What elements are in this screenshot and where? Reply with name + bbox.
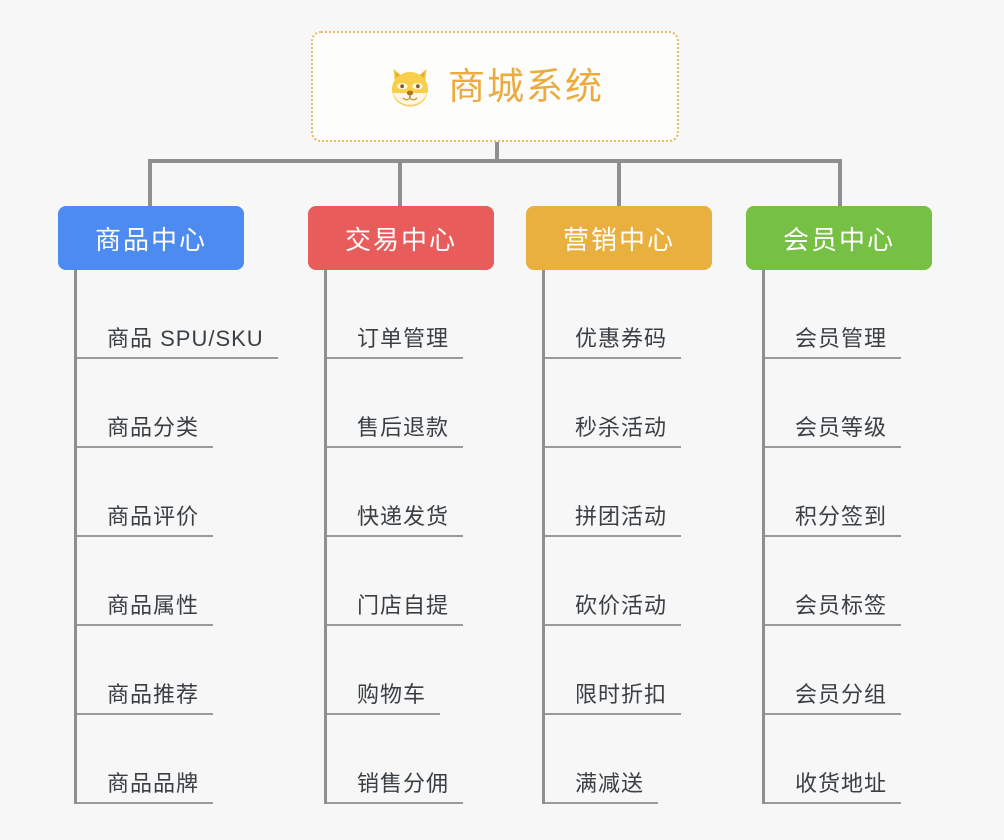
connector-drop-4	[838, 159, 842, 206]
category-items-4: 会员管理 会员等级 积分签到 会员标签 会员分组 收货地址	[762, 270, 932, 804]
list-item-label: 秒杀活动	[575, 415, 668, 440]
list-item[interactable]: 限时折扣	[545, 626, 712, 715]
list-item[interactable]: 商品属性	[77, 537, 244, 626]
list-item-label: 商品 SPU/SKU	[107, 326, 264, 351]
list-item-label: 拼团活动	[575, 504, 668, 529]
category-column-商品中心: 商品中心 商品 SPU/SKU 商品分类 商品评价 商品属性 商品推荐 商品品牌	[58, 206, 278, 804]
list-item[interactable]: 商品分类	[77, 359, 244, 448]
connector-drop-2	[398, 159, 402, 206]
list-item-rule	[327, 446, 464, 448]
list-item-rule	[77, 802, 214, 804]
list-item[interactable]: 拼团活动	[545, 448, 712, 537]
list-item-label: 商品品牌	[107, 771, 200, 796]
category-header-label: 交易中心	[344, 224, 457, 255]
list-item-rule	[327, 357, 464, 359]
list-item[interactable]: 购物车	[327, 626, 494, 715]
list-item[interactable]: 快递发货	[327, 448, 494, 537]
list-item-rule	[545, 357, 682, 359]
list-item[interactable]: 砍价活动	[545, 537, 712, 626]
list-item-label: 会员管理	[795, 326, 888, 351]
list-item-label: 购物车	[357, 682, 427, 707]
category-header-1[interactable]: 商品中心	[58, 206, 244, 270]
category-header-2[interactable]: 交易中心	[308, 206, 494, 270]
list-item-rule	[77, 446, 214, 448]
connector-horizontal-bus	[148, 159, 842, 163]
connector-drop-3	[617, 159, 621, 206]
category-column-交易中心: 交易中心 订单管理 售后退款 快递发货 门店自提 购物车 销售分佣	[308, 206, 494, 804]
list-item-rule	[545, 713, 682, 715]
list-item-label: 满减送	[575, 771, 645, 796]
list-item-label: 商品评价	[107, 504, 200, 529]
category-items-2: 订单管理 售后退款 快递发货 门店自提 购物车 销售分佣	[324, 270, 494, 804]
list-item-label: 订单管理	[357, 326, 450, 351]
list-item-rule	[77, 357, 278, 359]
list-item-rule	[765, 357, 902, 359]
list-item-label: 售后退款	[357, 415, 450, 440]
list-item[interactable]: 商品评价	[77, 448, 244, 537]
list-item-rule	[545, 802, 659, 804]
category-header-label: 商品中心	[94, 224, 207, 255]
list-item[interactable]: 收货地址	[765, 715, 932, 804]
category-header-label: 会员中心	[782, 224, 895, 255]
category-column-会员中心: 会员中心 会员管理 会员等级 积分签到 会员标签 会员分组 收货地址	[746, 206, 932, 804]
list-item[interactable]: 销售分佣	[327, 715, 494, 804]
list-item-rule	[327, 713, 441, 715]
list-item-label: 会员分组	[795, 682, 888, 707]
list-item[interactable]: 会员管理	[765, 270, 932, 359]
list-item[interactable]: 秒杀活动	[545, 359, 712, 448]
list-item-label: 会员等级	[795, 415, 888, 440]
list-item-rule	[327, 535, 464, 537]
category-column-营销中心: 营销中心 优惠券码 秒杀活动 拼团活动 砍价活动 限时折扣 满减送	[526, 206, 712, 804]
list-item[interactable]: 会员分组	[765, 626, 932, 715]
list-item-label: 快递发货	[357, 504, 450, 529]
list-item-label: 会员标签	[795, 593, 888, 618]
list-item-label: 积分签到	[795, 504, 888, 529]
list-item[interactable]: 优惠券码	[545, 270, 712, 359]
category-items-3: 优惠券码 秒杀活动 拼团活动 砍价活动 限时折扣 满减送	[542, 270, 712, 804]
list-item-label: 商品推荐	[107, 682, 200, 707]
list-item-rule	[545, 446, 682, 448]
list-item-rule	[77, 535, 214, 537]
list-item-label: 收货地址	[795, 771, 888, 796]
category-header-4[interactable]: 会员中心	[746, 206, 932, 270]
list-item[interactable]: 订单管理	[327, 270, 494, 359]
list-item-rule	[77, 713, 214, 715]
list-item-rule	[327, 802, 464, 804]
list-item[interactable]: 会员标签	[765, 537, 932, 626]
list-item-rule	[765, 713, 902, 715]
list-item-label: 优惠券码	[575, 326, 668, 351]
list-item-label: 门店自提	[357, 593, 450, 618]
root-title: 商城系统	[448, 66, 604, 107]
list-item-rule	[765, 535, 902, 537]
list-item[interactable]: 商品推荐	[77, 626, 244, 715]
root-node[interactable]: 商城系统	[311, 31, 679, 142]
list-item-rule	[765, 624, 902, 626]
list-item[interactable]: 商品品牌	[77, 715, 244, 804]
list-item-rule	[545, 624, 682, 626]
list-item-rule	[765, 446, 902, 448]
list-item-rule	[77, 624, 214, 626]
list-item-label: 限时折扣	[575, 682, 668, 707]
list-item-label: 砍价活动	[575, 593, 668, 618]
category-header-3[interactable]: 营销中心	[526, 206, 712, 270]
connector-drop-1	[148, 159, 152, 206]
list-item-rule	[765, 802, 902, 804]
list-item-rule	[545, 535, 682, 537]
list-item[interactable]: 商品 SPU/SKU	[77, 270, 278, 359]
category-header-label: 营销中心	[562, 224, 675, 255]
list-item[interactable]: 积分签到	[765, 448, 932, 537]
list-item[interactable]: 门店自提	[327, 537, 494, 626]
list-item-label: 销售分佣	[357, 771, 450, 796]
list-item-label: 商品分类	[107, 415, 200, 440]
list-item[interactable]: 会员等级	[765, 359, 932, 448]
list-item[interactable]: 售后退款	[327, 359, 494, 448]
connector-root-stem	[495, 142, 499, 162]
list-item-label: 商品属性	[107, 593, 200, 618]
list-item[interactable]: 满减送	[545, 715, 712, 804]
category-items-1: 商品 SPU/SKU 商品分类 商品评价 商品属性 商品推荐 商品品牌	[74, 270, 278, 804]
shiba-dog-face-icon	[386, 63, 434, 111]
list-item-rule	[327, 624, 464, 626]
